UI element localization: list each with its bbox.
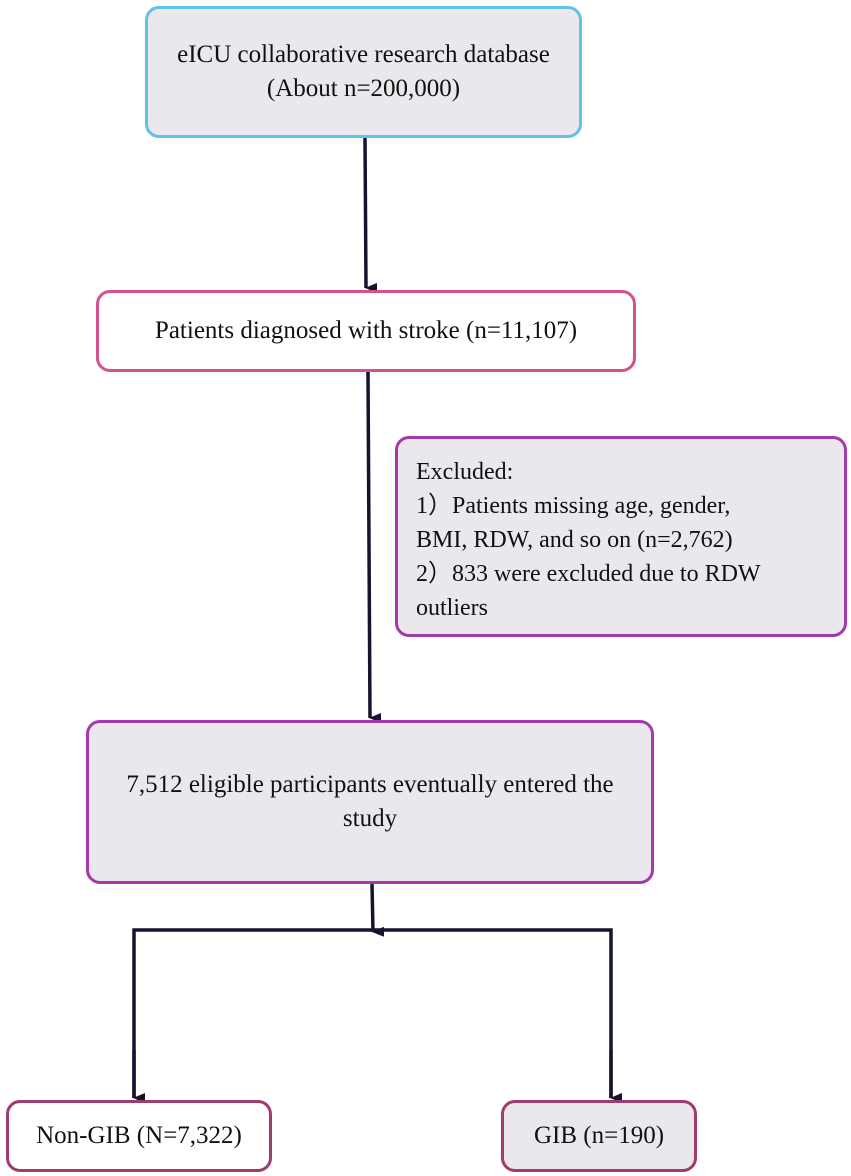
- excluded-heading: Excluded:: [416, 459, 514, 485]
- arrow-eligible-to-split: [370, 883, 385, 937]
- non-gib-box: Non-GIB (N=7,322): [6, 1100, 272, 1172]
- gib-text: GIB (n=190): [533, 1122, 665, 1149]
- stroke-patients-box: Patients diagnosed with stroke (n=11,107…: [96, 290, 636, 372]
- source-database-count: (About n=200,000): [266, 75, 461, 102]
- source-database-box: eICU collaborative research database (Ab…: [145, 6, 582, 138]
- excluded-item-2-continued: outliers: [416, 595, 488, 621]
- excluded-item-2: 2）833 were excluded due to RDW: [416, 561, 761, 587]
- non-gib-text: Non-GIB (N=7,322): [36, 1122, 242, 1149]
- eligible-participants-box: 7,512 eligible participants eventually e…: [86, 720, 654, 884]
- source-database-title: eICU collaborative research database: [177, 41, 550, 68]
- arrow-source-to-stroke: [363, 137, 378, 293]
- stroke-patients-text: Patients diagnosed with stroke (n=11,107…: [154, 317, 578, 344]
- eligible-participants-line-1: 7,512 eligible participants eventually e…: [126, 771, 614, 798]
- eligible-participants-line-2: study: [342, 805, 398, 832]
- gib-box: GIB (n=190): [501, 1100, 697, 1172]
- excluded-item-1: 1）Patients missing age, gender,: [416, 493, 731, 519]
- split-line: [132, 928, 613, 1098]
- excluded-box: Excluded: 1）Patients missing age, gender…: [395, 436, 847, 637]
- arrow-stroke-to-eligible: [366, 371, 382, 723]
- excluded-item-1-continued: BMI, RDW, and so on (n=2,762): [416, 527, 733, 553]
